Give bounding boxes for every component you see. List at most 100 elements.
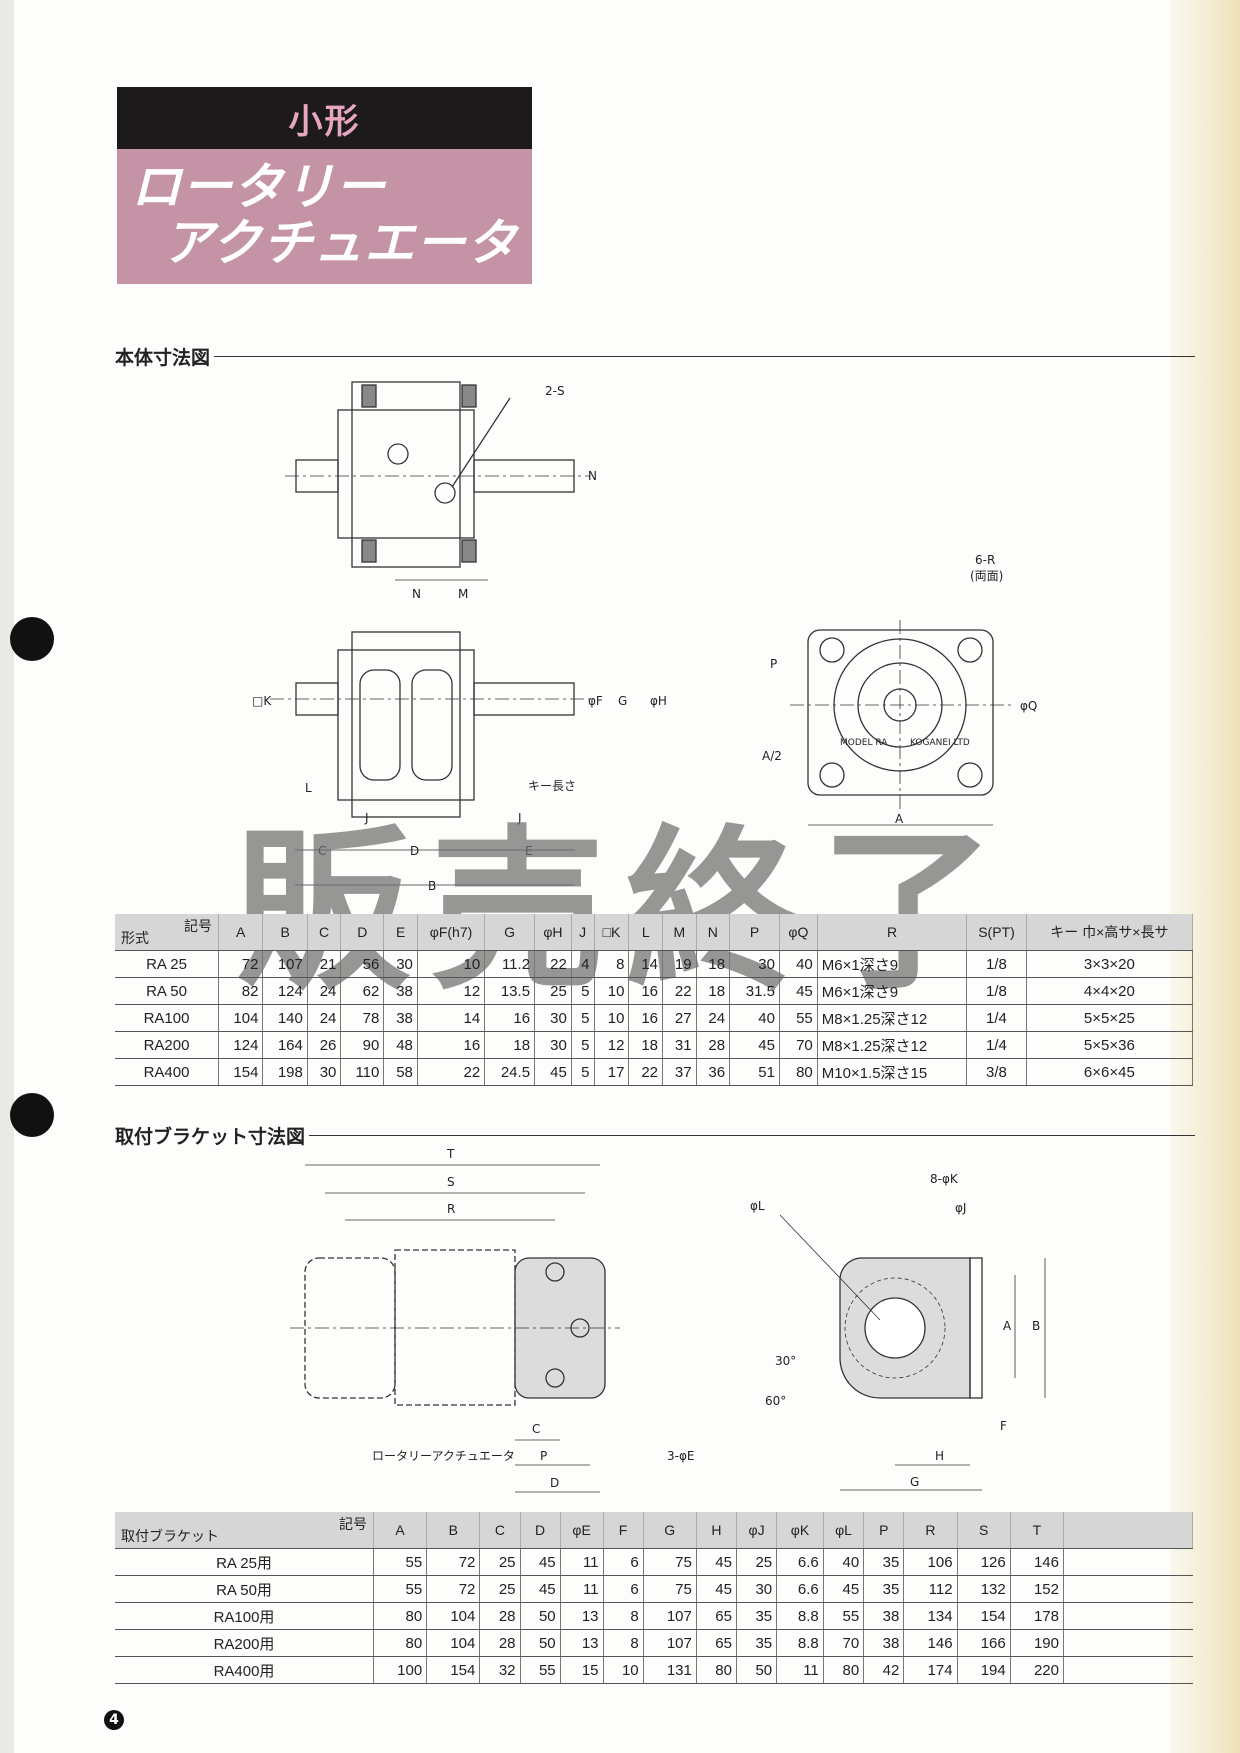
column-header: C xyxy=(307,914,342,951)
section-heading-bracket: 取付ブラケット寸法図 xyxy=(115,1122,1195,1149)
value-cell: 13 xyxy=(560,1629,604,1657)
svg-text:B: B xyxy=(428,879,436,893)
scan-edge xyxy=(0,0,14,1753)
value-cell: 178 xyxy=(1010,1602,1065,1630)
value-cell: 8.8 xyxy=(776,1602,824,1630)
value-cell: 16 xyxy=(484,1004,536,1032)
column-header: φK xyxy=(776,1512,824,1549)
column-header: キー 巾×高サ×長サ xyxy=(1026,914,1194,951)
model-cell: RA400 xyxy=(115,1058,219,1086)
value-cell: 45 xyxy=(696,1548,737,1576)
value-cell: 35 xyxy=(863,1548,905,1576)
value-cell: 45 xyxy=(520,1548,561,1576)
value-cell: 154 xyxy=(957,1602,1011,1630)
value-cell: 72 xyxy=(426,1575,481,1603)
svg-text:D: D xyxy=(410,844,419,858)
value-cell: 10 xyxy=(603,1656,644,1684)
column-header: E xyxy=(383,914,418,951)
value-cell: 22 xyxy=(628,1058,664,1086)
table-corner-header: 記号取付ブラケット xyxy=(115,1512,374,1549)
svg-text:60°: 60° xyxy=(765,1394,786,1408)
column-header: φQ xyxy=(779,914,818,951)
value-cell: 28 xyxy=(479,1602,521,1630)
value-cell: 40 xyxy=(823,1548,865,1576)
value-cell: 55 xyxy=(520,1656,561,1684)
value-cell: 56 xyxy=(340,950,385,978)
value-cell: 48 xyxy=(383,1031,418,1059)
value-cell: 3×3×20 xyxy=(1026,950,1194,978)
value-cell: 174 xyxy=(903,1656,958,1684)
value-cell: 1/4 xyxy=(966,1004,1027,1032)
value-cell: 30 xyxy=(736,1575,778,1603)
value-cell: 80 xyxy=(696,1656,737,1684)
value-cell: 22 xyxy=(534,950,572,978)
value-cell: 50 xyxy=(520,1602,561,1630)
value-cell: 72 xyxy=(426,1548,481,1576)
value-cell: 8 xyxy=(603,1602,644,1630)
column-header: φF(h7) xyxy=(417,914,486,951)
column-header: G xyxy=(484,914,536,951)
value-cell: 82 xyxy=(218,977,264,1005)
value-cell: 45 xyxy=(534,1058,572,1086)
value-cell: 5×5×36 xyxy=(1026,1031,1194,1059)
value-cell: 90 xyxy=(340,1031,385,1059)
value-cell: 72 xyxy=(218,950,264,978)
value-cell: 110 xyxy=(340,1058,385,1086)
value-cell: 6.6 xyxy=(776,1575,824,1603)
value-cell: 62 xyxy=(340,977,385,1005)
svg-text:J: J xyxy=(517,811,522,825)
value-cell: 154 xyxy=(426,1656,481,1684)
value-cell: 17 xyxy=(594,1058,630,1086)
value-cell: 25 xyxy=(479,1575,521,1603)
value-cell: 190 xyxy=(1010,1629,1065,1657)
value-cell: 132 xyxy=(957,1575,1011,1603)
value-cell: 80 xyxy=(779,1058,818,1086)
table-corner-header: 記号形式 xyxy=(115,914,219,951)
column-header: A xyxy=(218,914,264,951)
value-cell: 24 xyxy=(307,1004,342,1032)
svg-text:J: J xyxy=(364,811,369,825)
svg-text:2-S: 2-S xyxy=(545,384,565,398)
value-cell: 30 xyxy=(534,1004,572,1032)
column-header: P xyxy=(863,1512,905,1549)
value-cell: 36 xyxy=(696,1058,731,1086)
value-cell: 1/4 xyxy=(966,1031,1027,1059)
actuator-top-view xyxy=(285,381,590,581)
svg-text:キー長さ: キー長さ xyxy=(528,779,576,793)
svg-text:G: G xyxy=(618,694,627,708)
value-cell: M6×1深さ9 xyxy=(817,977,968,1005)
svg-text:φL: φL xyxy=(750,1199,765,1213)
value-cell: 16 xyxy=(628,977,664,1005)
svg-text:MODEL RA: MODEL RA xyxy=(840,738,888,748)
value-cell: 6×6×45 xyxy=(1026,1058,1194,1086)
svg-text:L: L xyxy=(305,781,312,795)
value-cell: 8.8 xyxy=(776,1629,824,1657)
column-header: D xyxy=(340,914,385,951)
value-cell: 6 xyxy=(603,1548,644,1576)
value-cell: 134 xyxy=(903,1602,958,1630)
model-cell: RA100 xyxy=(115,1004,219,1032)
value-cell: 25 xyxy=(479,1548,521,1576)
value-cell: 164 xyxy=(262,1031,308,1059)
value-cell: 11 xyxy=(560,1548,604,1576)
value-cell: 8 xyxy=(603,1629,644,1657)
value-cell: 45 xyxy=(729,1031,780,1059)
column-header: N xyxy=(696,914,731,951)
value-cell: 12 xyxy=(594,1031,630,1059)
value-cell: 55 xyxy=(779,1004,818,1032)
value-cell: 4 xyxy=(571,950,595,978)
value-cell: 31 xyxy=(662,1031,697,1059)
value-cell: 78 xyxy=(340,1004,385,1032)
svg-text:ロータリーアクチュエータ: ロータリーアクチュエータ xyxy=(372,1449,515,1463)
value-cell: 45 xyxy=(696,1575,737,1603)
value-cell: 65 xyxy=(696,1602,737,1630)
column-header: T xyxy=(1010,1512,1065,1549)
value-cell: 24.5 xyxy=(484,1058,536,1086)
value-cell: 55 xyxy=(373,1575,428,1603)
value-cell: 11.2 xyxy=(484,950,536,978)
svg-text:KOGANEI LTD: KOGANEI LTD xyxy=(910,738,970,748)
value-cell: 6 xyxy=(603,1575,644,1603)
